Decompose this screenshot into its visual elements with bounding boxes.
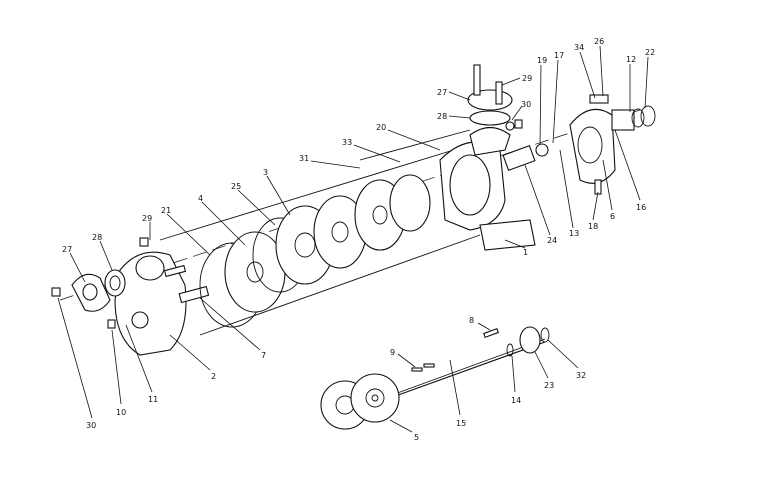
callout-5: 5 [414,433,419,442]
callout-19: 19 [537,56,547,65]
retaining-ring [640,105,656,127]
mechanical-seal [502,144,536,172]
callout-6: 6 [610,212,615,221]
flange-bore [82,283,98,301]
callout-32: 32 [576,371,586,380]
impeller [320,373,400,430]
gasket [469,110,511,126]
callout-9: 9 [390,348,395,357]
body-foot [479,219,536,251]
callout-29-top: 29 [522,74,532,83]
callout-4: 4 [198,194,203,203]
callout-13: 13 [569,229,579,238]
seal-ring [535,143,549,157]
gasket-hole [109,275,121,291]
nut [514,119,523,129]
callout-7: 7 [261,351,266,360]
housing-bore [577,126,603,164]
body-inlet [449,154,491,216]
callout-15: 15 [456,419,466,428]
callout-18: 18 [588,222,598,231]
callout-12: 12 [626,55,636,64]
key [423,363,435,368]
leader-lines [57,45,649,433]
bolt-head [139,237,149,247]
callout-34: 34 [574,43,584,52]
tie-rod [159,144,471,241]
callout-25: 25 [231,182,241,191]
gasket [104,269,126,297]
callout-27-left: 27 [62,245,72,254]
washer [506,343,514,357]
plug [107,319,116,329]
end-cover [114,251,187,356]
nut [51,287,61,297]
bolt [473,64,481,96]
callout-28-left: 28 [92,233,102,242]
callout-29-left: 29 [142,214,152,223]
plate-hub [246,261,264,283]
spacer-tube [178,285,210,304]
callout-1: 1 [523,248,528,257]
callout-17: 17 [554,51,564,60]
body-port [469,126,511,156]
callout-26: 26 [594,37,604,46]
shaft [389,341,546,399]
callout-20: 20 [376,123,386,132]
nameplate [589,94,609,104]
snap-ring [540,327,550,343]
diaphragm-plate [389,174,431,232]
callout-28-top: 28 [437,112,447,121]
callout-22: 22 [645,48,655,57]
callout-23: 23 [544,381,554,390]
cover-port [135,255,165,281]
washer [505,121,515,131]
callout-30-top: 30 [521,100,531,109]
shaft-edge [391,338,546,396]
callout-2: 2 [211,372,216,381]
callout-10: 10 [116,408,126,417]
plate-hub [294,232,316,258]
drain-plug [594,179,602,195]
callout-33: 33 [342,138,352,147]
callout-21: 21 [161,206,171,215]
callout-8: 8 [469,316,474,325]
bearing-housing [569,108,616,184]
callout-3: 3 [263,168,268,177]
callout-24: 24 [547,236,557,245]
bolt [495,81,503,105]
callout-14: 14 [511,396,521,405]
callout-31: 31 [299,154,309,163]
bearing [631,108,645,128]
callout-11: 11 [148,395,158,404]
bearing-cup [519,326,541,354]
callout-27-top: 27 [437,88,447,97]
callout-30-left: 30 [86,421,96,430]
tie-rod [199,234,481,336]
tie-rod [359,129,471,161]
housing-nose [611,109,635,131]
plate-hub [331,221,349,243]
callout-16: 16 [636,203,646,212]
bolt [163,264,187,278]
key [483,328,499,338]
cover-boss [131,311,149,329]
plate-hub [372,205,388,225]
key [411,367,423,372]
